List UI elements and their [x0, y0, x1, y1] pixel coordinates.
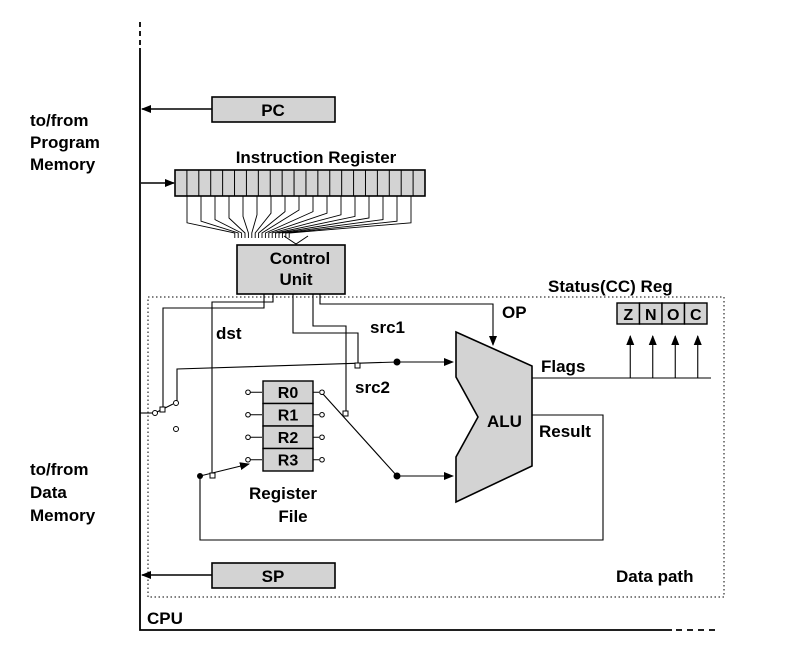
instruction-decode-lines — [186, 196, 412, 245]
decode-line — [254, 196, 272, 238]
svg-text:Memory: Memory — [30, 155, 96, 174]
data-path-label: Data path — [616, 567, 693, 586]
register-label-r2: R2 — [278, 430, 299, 447]
flag-label-n: N — [645, 307, 657, 324]
result-feedback-line — [199, 414, 604, 541]
control-unit — [236, 244, 346, 295]
register-file-label-1: Register — [249, 484, 317, 503]
svg-text:Data: Data — [30, 483, 67, 502]
register-label-r0: R0 — [278, 385, 299, 402]
svg-text:Program: Program — [30, 133, 100, 152]
src1-junction-dot — [393, 358, 401, 366]
decode-line — [281, 196, 384, 238]
instruction-register-label: Instruction Register — [236, 148, 397, 167]
dst-label: dst — [216, 324, 242, 343]
control-line-left — [162, 294, 265, 412]
decode-line — [214, 196, 243, 238]
data-path-region — [147, 296, 725, 598]
src2-label: src2 — [355, 378, 390, 397]
op-label: OP — [502, 303, 527, 322]
sp-register — [211, 562, 336, 589]
instruction-register-cells — [186, 170, 414, 196]
control-line-src1 — [292, 294, 359, 366]
dst-junction-dot — [197, 473, 203, 479]
decode-arrowhead — [283, 235, 309, 245]
flag-box-c — [683, 302, 708, 325]
src1-switch — [354, 362, 361, 369]
register-output-port — [319, 456, 325, 463]
flag-label-c: C — [690, 307, 702, 324]
status-reg-label: Status(CC) Reg — [548, 277, 673, 296]
register-output-port — [319, 389, 325, 396]
src2-switch — [342, 410, 349, 417]
src2-junction-dot — [393, 472, 401, 480]
result-label: Result — [539, 422, 591, 441]
alu-label: ALU — [487, 412, 522, 431]
register-input-port — [245, 389, 251, 396]
register-file-label-2: File — [278, 507, 307, 526]
register-label-r1: R1 — [278, 408, 299, 425]
register-output-port — [319, 434, 325, 441]
control-unit-label-1: Control — [270, 249, 330, 268]
register-input-port — [245, 434, 251, 441]
svg-text:to/from: to/from — [30, 111, 89, 130]
decode-line — [242, 196, 249, 238]
data-memory-mux — [140, 400, 179, 432]
svg-text:Memory: Memory — [30, 506, 96, 525]
flag-label-o: O — [667, 307, 679, 324]
decode-line — [275, 196, 356, 238]
src1-bus — [176, 358, 454, 401]
flag-label-z: Z — [623, 307, 633, 324]
register-label-r3: R3 — [278, 453, 299, 470]
alu — [455, 330, 533, 504]
register-output-port — [319, 411, 325, 418]
decode-line — [285, 196, 398, 238]
control-unit-label-2: Unit — [279, 270, 312, 289]
control-line-src2 — [312, 294, 347, 413]
decode-line — [228, 196, 246, 238]
decode-line — [251, 196, 258, 238]
register-input-port — [245, 456, 251, 463]
program-memory-label: to/from Program Memory — [30, 111, 100, 174]
src2-bus — [322, 393, 454, 480]
dst-switch — [209, 472, 216, 479]
decode-line — [258, 196, 286, 238]
pc-label: PC — [261, 101, 285, 120]
cpu-border — [139, 48, 672, 631]
cpu-label: CPU — [147, 609, 183, 628]
instruction-register — [174, 169, 426, 197]
decode-line — [268, 196, 328, 238]
sp-label: SP — [262, 567, 285, 586]
src1-label: src1 — [370, 318, 405, 337]
decode-line — [288, 196, 412, 238]
decode-line — [278, 196, 370, 238]
decode-line — [186, 196, 236, 238]
decode-line — [264, 196, 314, 238]
decode-line — [261, 196, 300, 238]
svg-text:to/from: to/from — [30, 460, 89, 479]
decode-line — [200, 196, 239, 238]
control-line-op — [319, 294, 497, 346]
decode-line — [271, 196, 342, 238]
pc-register — [211, 96, 336, 123]
control-line-dst — [211, 294, 274, 476]
data-memory-label: to/from Data Memory — [30, 460, 96, 525]
flags-label: Flags — [541, 357, 585, 376]
register-input-port — [245, 411, 251, 418]
